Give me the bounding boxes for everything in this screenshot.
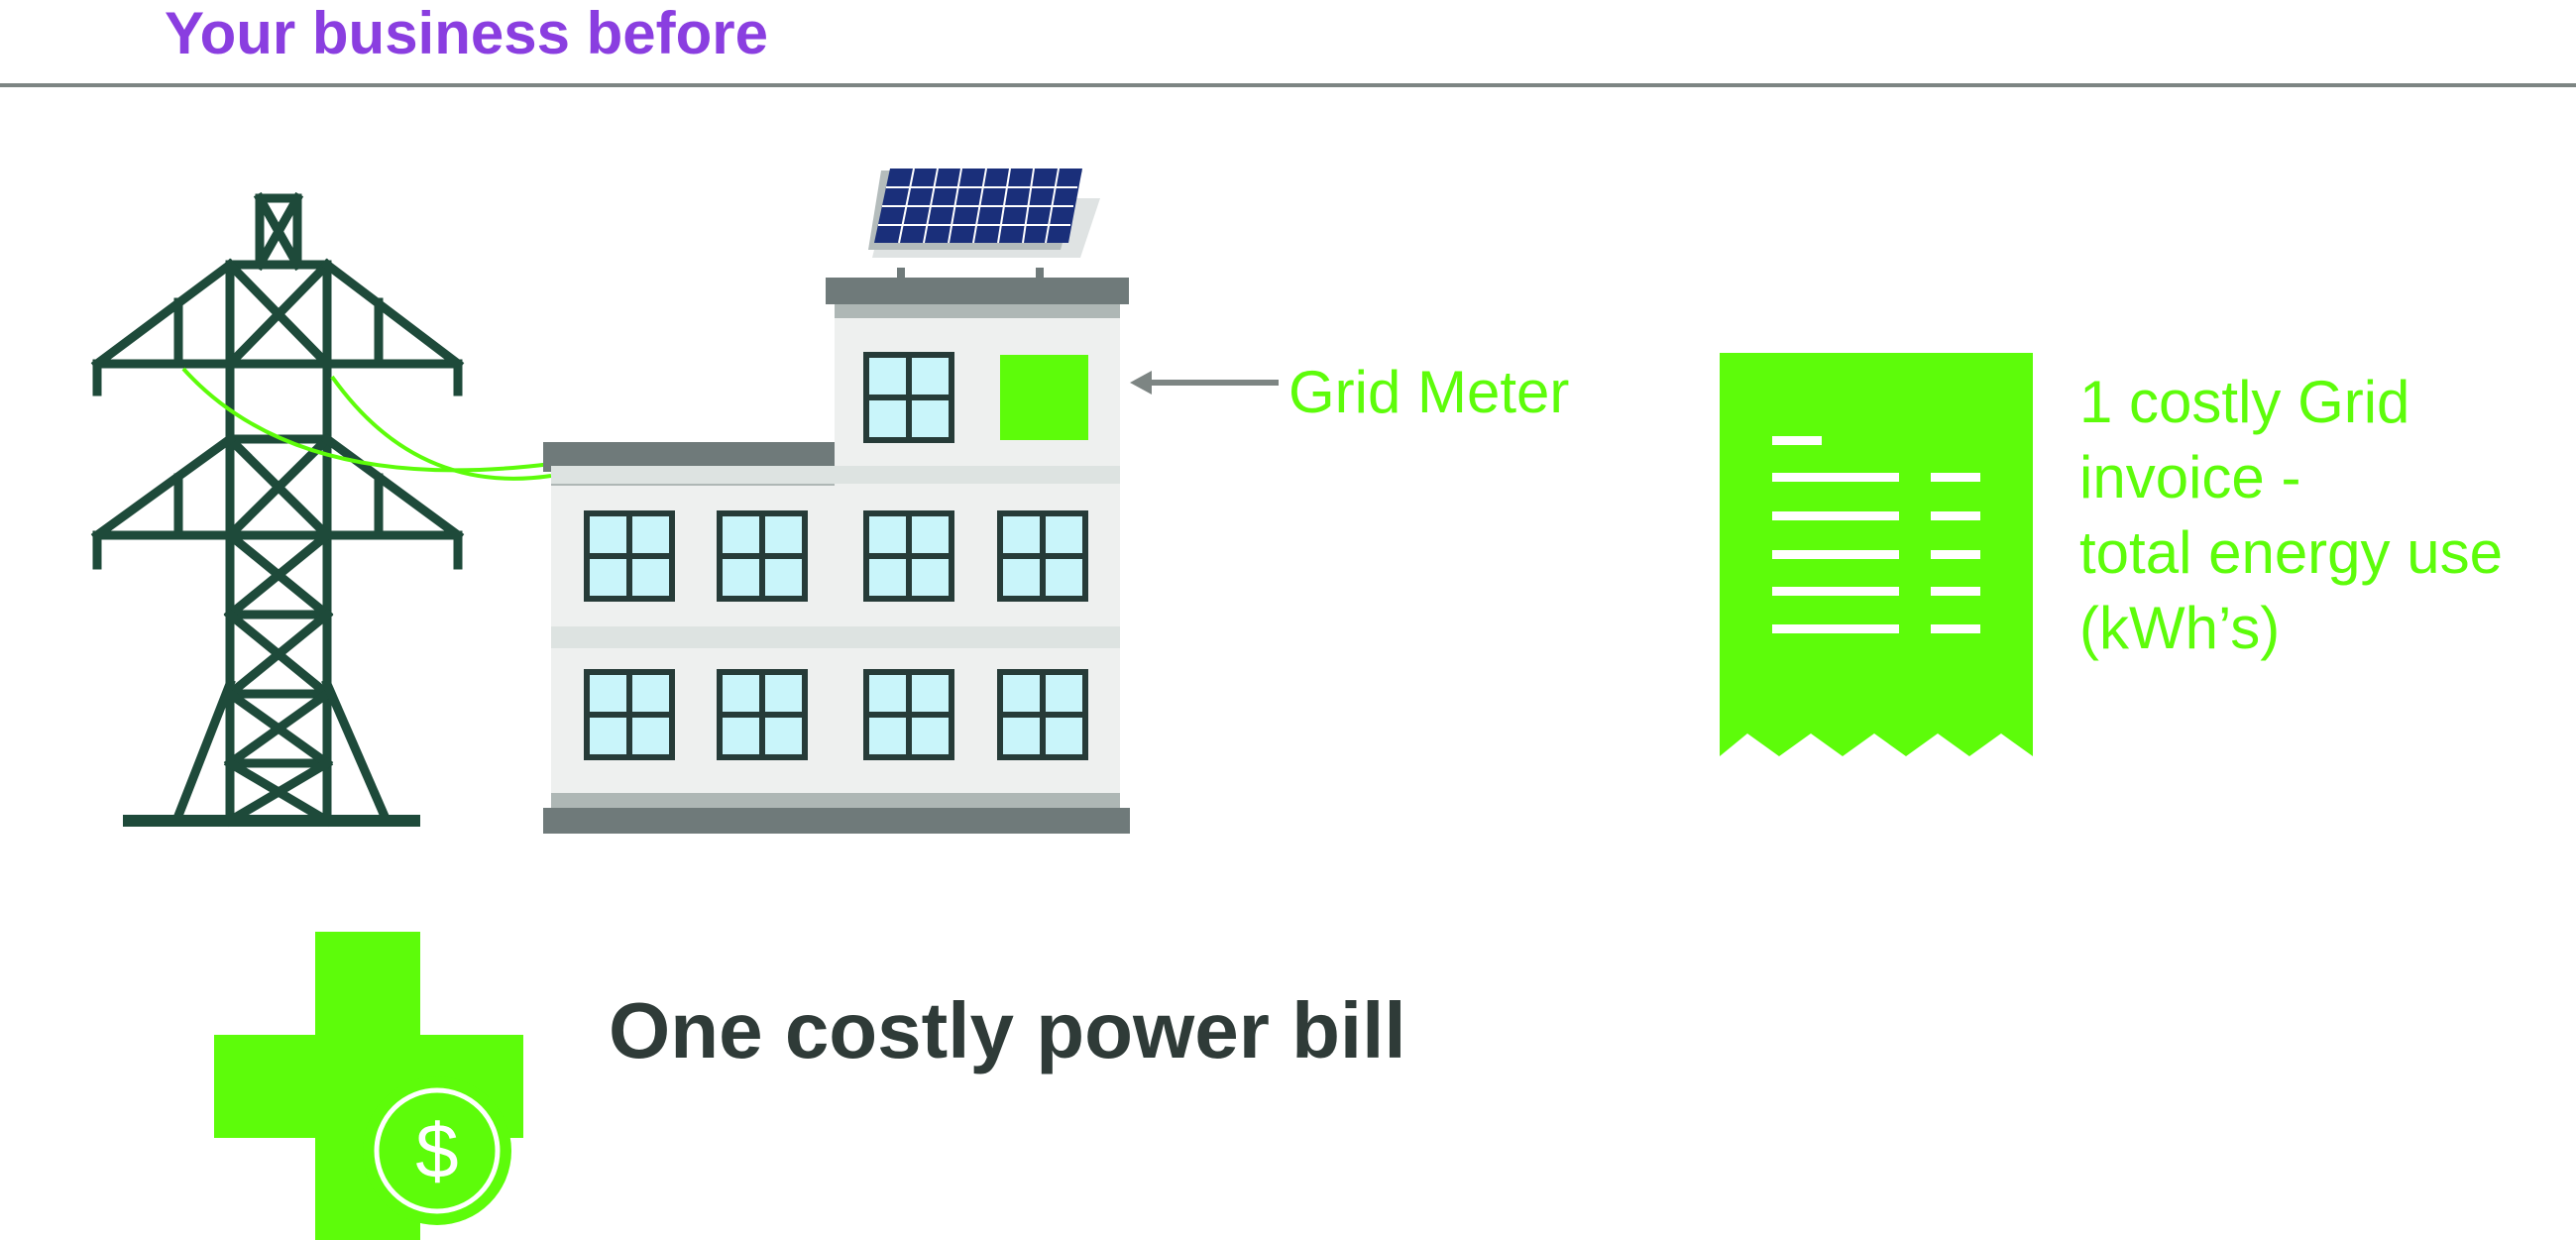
window [997,510,1088,602]
window [584,669,675,760]
window [863,352,954,443]
page-title: Your business before [165,0,769,66]
solar-panel-icon [868,168,1100,280]
dollar-sign-icon: $ [415,1107,458,1194]
header-divider [0,83,2576,87]
window [584,510,675,602]
invoice-line: total energy use [2079,519,2503,586]
window [863,669,954,760]
receipt-icon [1720,353,2033,756]
window [863,510,954,602]
power-bill-label: One costly power bill [609,986,1406,1074]
window [997,669,1088,760]
window [717,669,808,760]
power-lines [181,367,552,481]
building-windows [584,352,1088,760]
meter-pointer-arrow [1130,371,1279,395]
invoice-description: 1 costly Grid invoice - total energy use… [2079,365,2503,666]
grid-meter-label: Grid Meter [1288,359,1570,425]
medical-cross-dollar-icon: $ [214,932,523,1240]
invoice-line: invoice - [2079,444,2301,510]
window [717,510,808,602]
invoice-line: 1 costly Grid [2079,369,2410,435]
invoice-line: (kWh’s) [2079,595,2281,661]
transmission-tower-icon [90,191,465,828]
grid-meter-icon [1000,355,1088,440]
